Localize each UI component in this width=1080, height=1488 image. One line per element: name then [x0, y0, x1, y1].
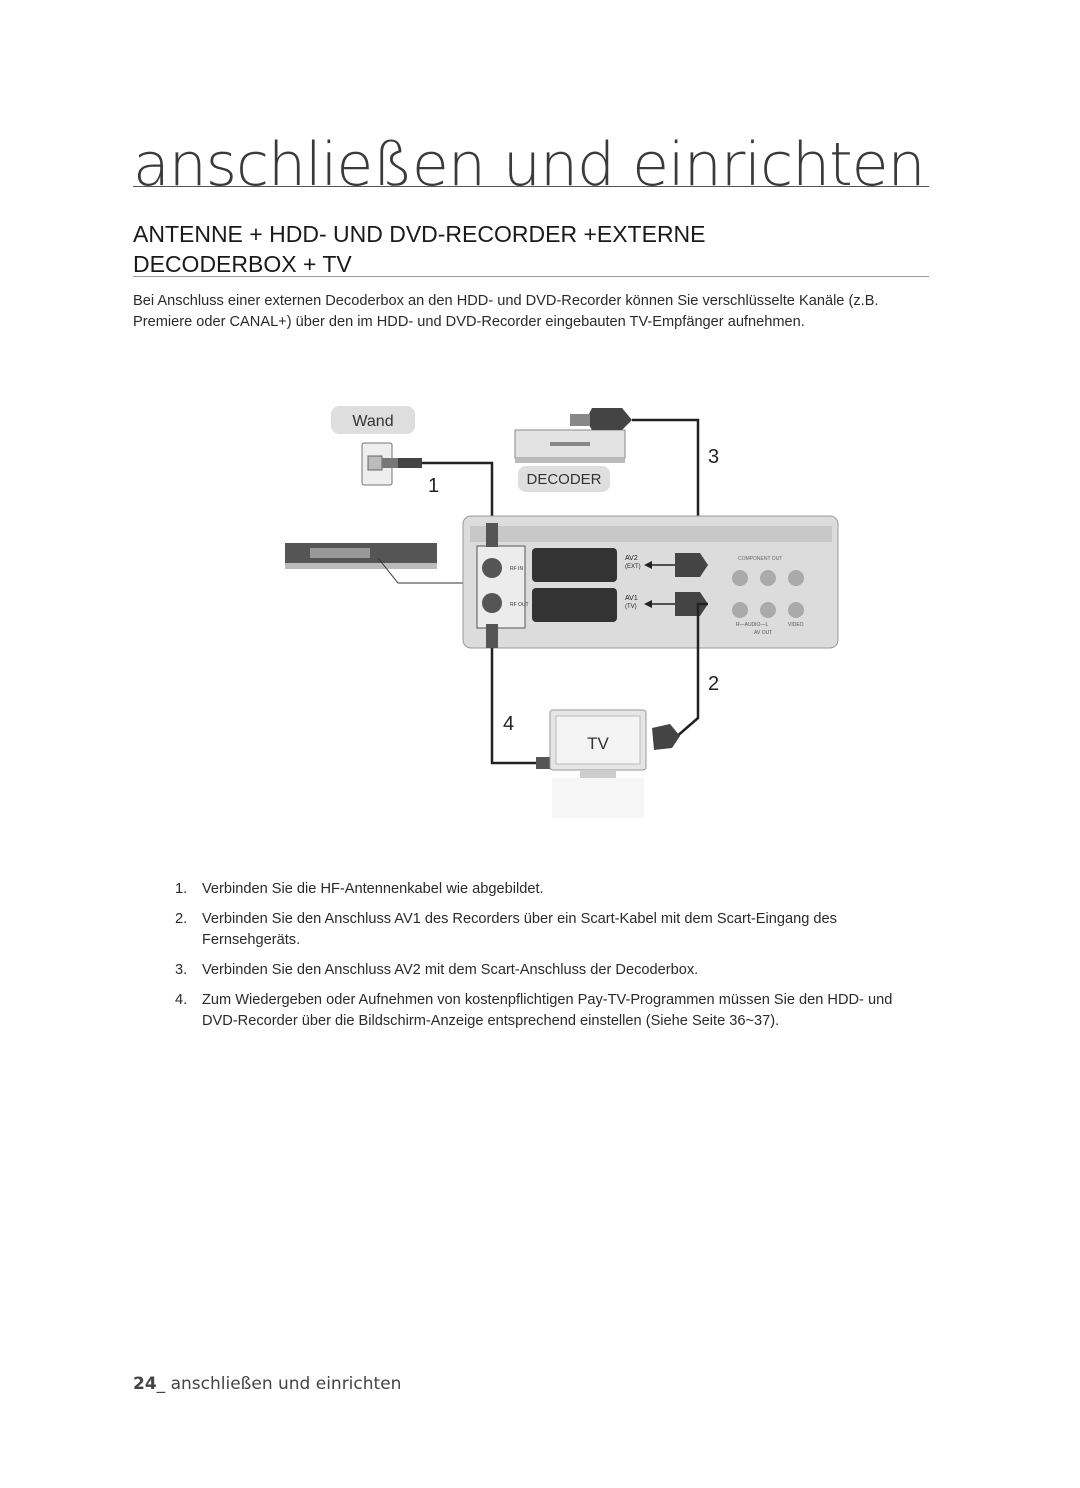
list-item: 2. Verbinden Sie den Anschluss AV1 des Re…	[175, 909, 915, 951]
wall-plug	[398, 458, 422, 468]
av2-sublabel: (EXT)	[625, 564, 641, 570]
callout-1: 1	[428, 475, 439, 497]
step-number: 1.	[175, 881, 188, 897]
av2-scart-plug	[675, 553, 708, 577]
chapter-divider	[133, 186, 929, 187]
list-item: 4. Zum Wiedergeben oder Aufnehmen von kos…	[175, 990, 915, 1032]
av1-scart-plug	[675, 592, 708, 616]
rf-out-connector	[482, 593, 502, 613]
tv-scart-plug	[652, 724, 680, 750]
connection-diagram: Wand 1 DECODER 3 RF IN RF OUT	[285, 406, 839, 818]
section-title-line-2: DECODERBOX + TV	[133, 251, 352, 277]
component-jack	[788, 570, 804, 586]
callout-4: 4	[503, 713, 514, 735]
wall-socket-icon	[361, 442, 398, 486]
step-number: 4.	[175, 992, 188, 1008]
footer-text: _ anschließen und einrichten	[156, 1374, 402, 1394]
page-footer: 24_ anschließen und einrichten	[133, 1372, 401, 1396]
list-item: 1. Verbinden Sie die HF-Antennenkabel wie…	[175, 879, 915, 900]
component-jack	[760, 570, 776, 586]
hdd-dvd-recorder-rear	[285, 543, 437, 569]
page-number: 24	[133, 1374, 157, 1394]
step-text: Zum Wiedergeben oder Aufnehmen von koste…	[202, 992, 893, 1029]
scart-cable-2	[674, 602, 708, 739]
instruction-list: 1. Verbinden Sie die HF-Antennenkabel wie…	[175, 879, 915, 1041]
component-out-label: COMPONENT OUT	[738, 556, 782, 562]
decoder-box	[514, 429, 626, 463]
video-jack	[788, 602, 804, 618]
callout-3: 3	[708, 446, 719, 468]
tv-set	[549, 709, 647, 818]
decoder-scart-plug	[570, 408, 632, 430]
audio-label: R—AUDIO—L	[736, 622, 768, 628]
rf-in-connector	[482, 558, 502, 578]
callout-2: 2	[708, 673, 719, 695]
intro-paragraph: Bei Anschluss einer externen Decoderbox …	[133, 293, 879, 330]
chapter-title: anschließen und einrichten	[133, 130, 926, 200]
audio-jack	[732, 602, 748, 618]
antenna-cable-4	[490, 648, 538, 765]
recorder-rear-panel: RF IN RF OUT AV2 (EXT) AV1 (TV) COMPONEN…	[462, 515, 839, 649]
step-text: Verbinden Sie den Anschluss AV1 des Reco…	[202, 911, 837, 948]
av1-sublabel: (TV)	[625, 604, 637, 610]
av-out-label: AV OUT	[754, 630, 772, 636]
section-divider	[133, 276, 929, 277]
wand-label: Wand	[352, 413, 393, 430]
step-number: 3.	[175, 962, 188, 978]
wand-label-pill	[331, 406, 415, 434]
component-jack	[732, 570, 748, 586]
video-label: VIDEO	[788, 622, 804, 628]
tv-label: TV	[587, 734, 609, 753]
rf-in-label: RF IN	[510, 566, 523, 572]
decoder-label-pill	[518, 466, 610, 492]
step-number: 2.	[175, 911, 188, 927]
rf-in-plug	[486, 523, 498, 547]
av2-scart-port	[532, 548, 617, 582]
section-title: ANTENNE + HDD- UND DVD-RECORDER +EXTERNE…	[133, 219, 929, 279]
audio-jack	[760, 602, 776, 618]
rf-out-plug	[486, 624, 498, 648]
av2-label: AV2	[625, 555, 638, 562]
step-text: Verbinden Sie die HF-Antennenkabel wie a…	[202, 881, 544, 897]
av1-scart-port	[532, 588, 617, 622]
decoder-label: DECODER	[526, 471, 601, 488]
list-item: 3. Verbinden Sie den Anschluss AV2 mit de…	[175, 960, 915, 981]
antenna-cable-1	[422, 461, 494, 528]
recorder-lead-line	[377, 557, 465, 584]
av1-label: AV1	[625, 595, 638, 602]
rf-out-label: RF OUT	[510, 602, 529, 608]
section-title-line-1: ANTENNE + HDD- UND DVD-RECORDER +EXTERNE	[133, 221, 706, 247]
step-text: Verbinden Sie den Anschluss AV2 mit dem …	[202, 962, 699, 978]
